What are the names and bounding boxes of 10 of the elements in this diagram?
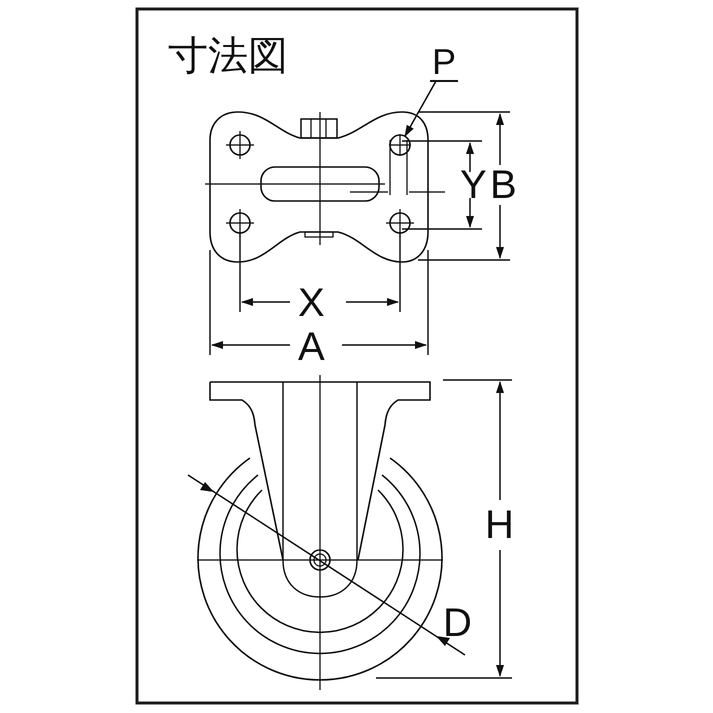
leader-line [404, 80, 437, 138]
dimension-label: D [443, 603, 472, 643]
mounting-hole [389, 134, 411, 156]
dimension-label: H [485, 505, 514, 545]
dimension-label: B [490, 165, 517, 205]
callout-label: P [430, 44, 458, 82]
title: 寸法図 [168, 36, 288, 76]
dimension-label: Y [460, 165, 487, 205]
dimension-label: A [298, 327, 325, 367]
dimension-label: X [298, 283, 325, 323]
